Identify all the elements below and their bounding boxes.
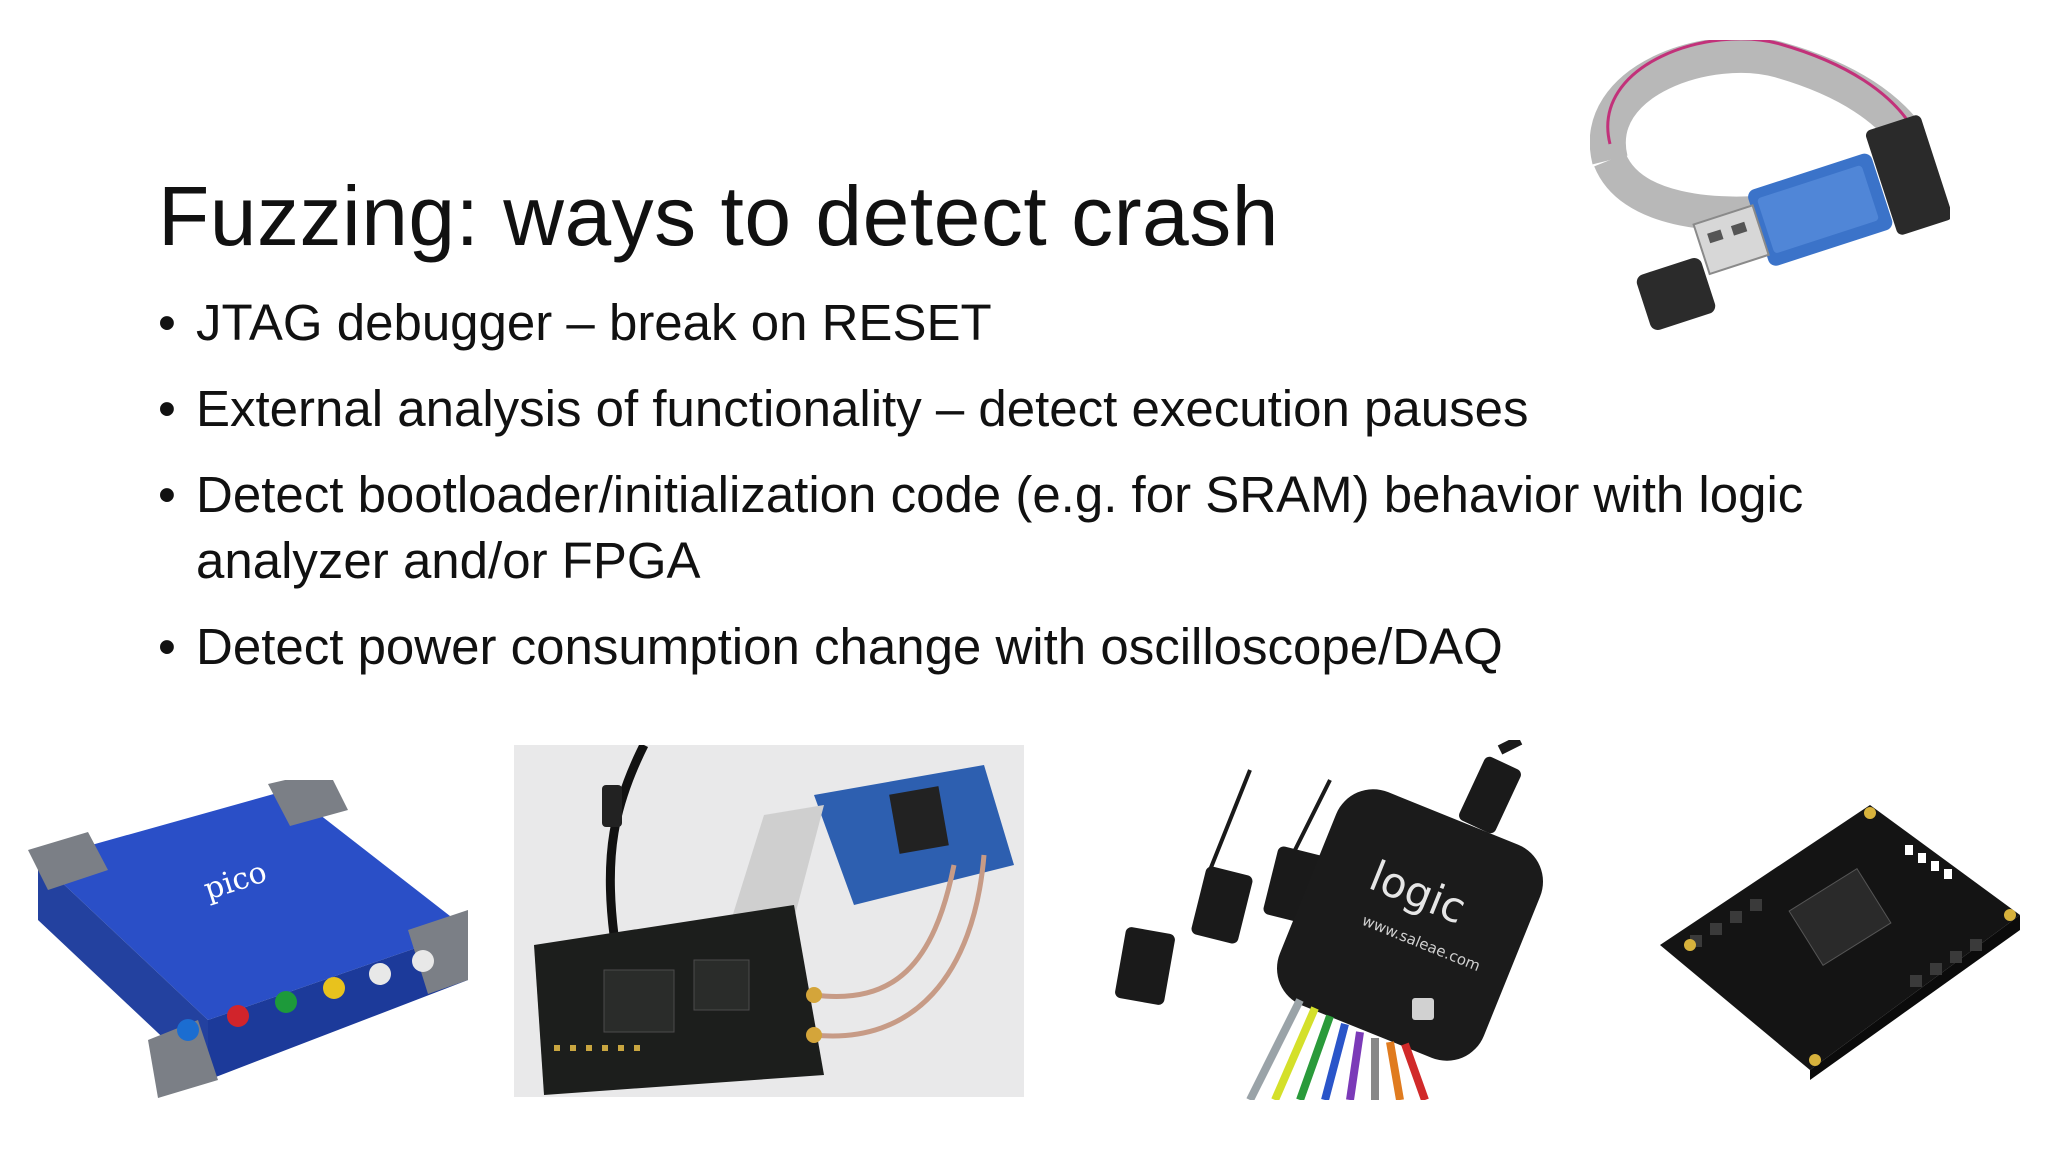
bullet-item: JTAG debugger – break on RESET — [158, 290, 1858, 356]
bullet-item: Detect power consumption change with osc… — [158, 614, 1858, 680]
bullet-list: JTAG debugger – break on RESET External … — [158, 290, 1858, 700]
jtag-programmer-image — [1590, 40, 1950, 350]
bullet-item: Detect bootloader/initialization code (e… — [158, 462, 1858, 594]
fpga-dev-board-image — [514, 745, 1024, 1097]
fpga-board-image — [1650, 795, 2030, 1080]
bullet-item: External analysis of functionality – det… — [158, 376, 1858, 442]
oscilloscope-image: pico — [28, 780, 468, 1100]
logic-analyzer-image: logic www.saleae.com 1 — [1100, 740, 1600, 1100]
slide-title: Fuzzing: ways to detect crash — [158, 169, 1279, 264]
